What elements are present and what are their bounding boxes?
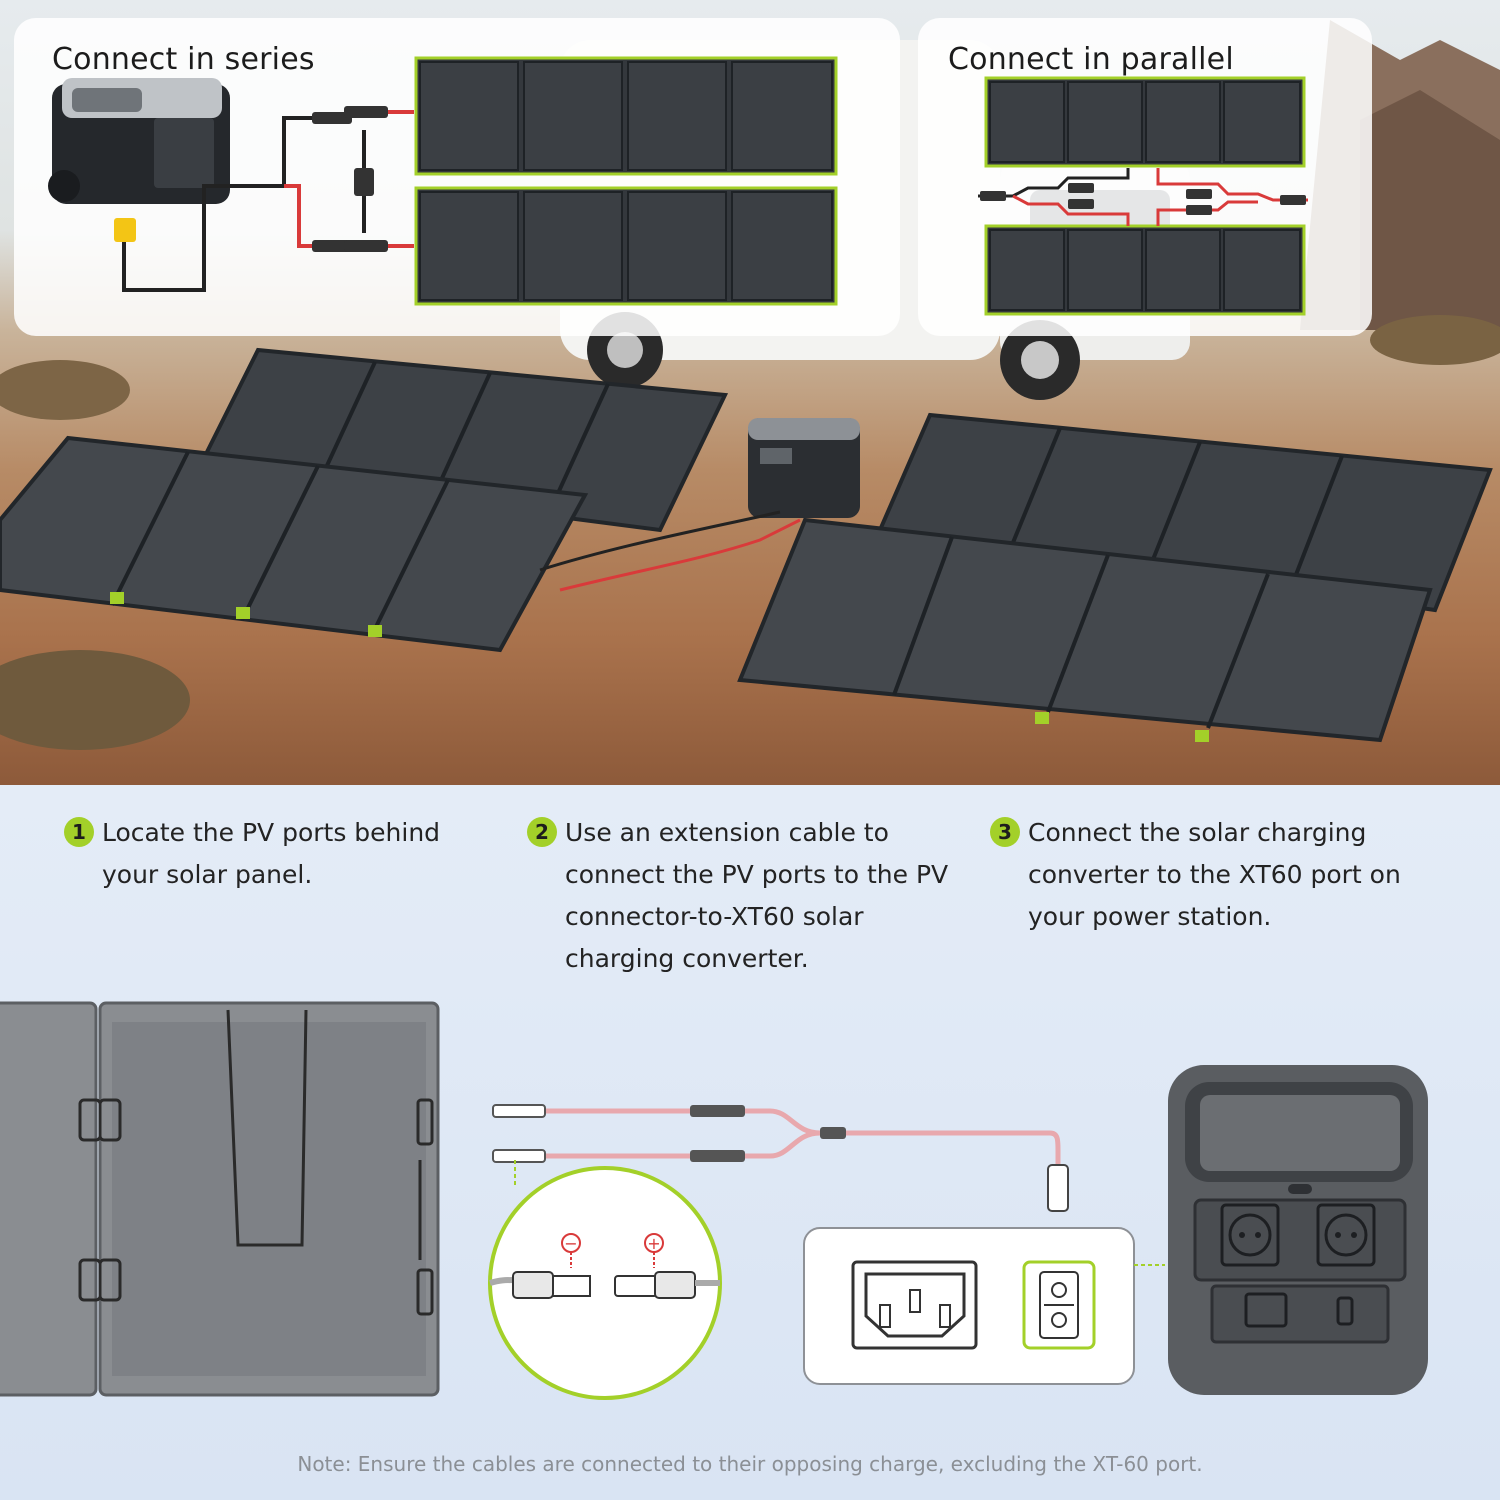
positive-symbol: + <box>647 1234 660 1253</box>
solar-panel-row-top <box>414 56 838 176</box>
footer-note: Note: Ensure the cables are connected to… <box>297 1452 1203 1476</box>
mc4-connector-icon <box>1068 183 1094 193</box>
xt60-plug-icon <box>1047 1164 1069 1212</box>
solar-panel-row-bottom <box>414 186 838 306</box>
power-station-icon <box>748 418 860 518</box>
shrub <box>0 360 130 420</box>
ac-inlet-icon <box>851 1260 978 1350</box>
ac-outlet-icon <box>1316 1203 1376 1267</box>
step-number-badge: 3 <box>990 817 1020 847</box>
mc4-connector-icon <box>492 1149 546 1163</box>
parallel-title: Connect in parallel <box>948 42 1234 77</box>
mc4-connector-icon <box>1068 199 1094 209</box>
parallel-connection-card: Connect in parallel <box>918 18 1372 336</box>
solar-panel-back-right <box>877 412 1493 613</box>
step-text: Use an extension cable to connect the PV… <box>565 818 949 973</box>
mc4-connector-icon <box>980 191 1006 201</box>
mountain-shadow <box>1360 90 1500 330</box>
wiring-diagram: − + <box>0 1001 1428 1400</box>
mc4-connector-icon <box>312 112 352 124</box>
shrub <box>0 650 190 750</box>
series-cable-neg <box>282 116 352 186</box>
parallel-cable-pos <box>1156 168 1308 202</box>
mc4-connector-icon <box>690 1105 745 1117</box>
step-text: Connect the solar charging converter to … <box>1028 818 1401 931</box>
step-text: Locate the PV ports behind your solar pa… <box>102 818 441 889</box>
series-connection-card: Connect in series <box>14 18 900 336</box>
series-cable-pos <box>284 184 352 248</box>
solar-panel-row-top <box>984 76 1306 168</box>
series-title: Connect in series <box>52 42 315 77</box>
ground-cable-red <box>559 518 801 592</box>
solar-panel-front-left <box>0 435 589 653</box>
splitter-junction <box>820 1127 846 1139</box>
solar-panel-icon <box>0 1001 440 1397</box>
parallel-cable-neg-branch <box>1012 194 1130 226</box>
series-diagram <box>48 56 838 306</box>
mc4-connector-icon <box>1186 189 1212 199</box>
power-station-icon <box>48 78 230 204</box>
power-station-icon <box>1168 1065 1428 1395</box>
series-cable-main <box>122 184 284 292</box>
mc4-connector-icon <box>354 168 374 196</box>
negative-symbol: − <box>564 1234 577 1253</box>
mc4-connector-icon <box>1280 195 1306 205</box>
mc4-connector-icon <box>344 106 388 118</box>
solar-panel-row-bottom <box>984 224 1306 316</box>
ac-inlet-icon <box>1244 1292 1288 1328</box>
mc4-connector-icon <box>690 1150 745 1162</box>
rv-hub <box>1021 341 1059 379</box>
outdoor-photo-scene: Connect in series <box>0 0 1500 785</box>
rv-hub <box>607 332 643 368</box>
extension-cable <box>492 1104 1069 1212</box>
ground-cable-black <box>539 510 781 572</box>
mc4-connector-icon <box>344 240 388 252</box>
step-number-badge: 2 <box>527 817 557 847</box>
step-number-badge: 1 <box>64 817 94 847</box>
parallel-diagram <box>978 76 1308 316</box>
mc4-connector-icon <box>312 240 352 252</box>
ac-outlet-icon <box>1220 1203 1280 1267</box>
parallel-cable-pos-branch <box>1156 200 1258 226</box>
mc4-connector-icon <box>1186 205 1212 215</box>
port-zoom-callout <box>803 1227 1165 1385</box>
shrub <box>1370 315 1500 365</box>
solar-panel-front-right <box>737 517 1433 743</box>
mc4-connector-icon <box>492 1104 546 1118</box>
xt60-port-icon <box>1336 1296 1354 1326</box>
xt60-plug-icon <box>114 218 136 242</box>
xt60-port-icon <box>1022 1260 1096 1350</box>
connector-zoom-callout: − + <box>488 1166 722 1400</box>
